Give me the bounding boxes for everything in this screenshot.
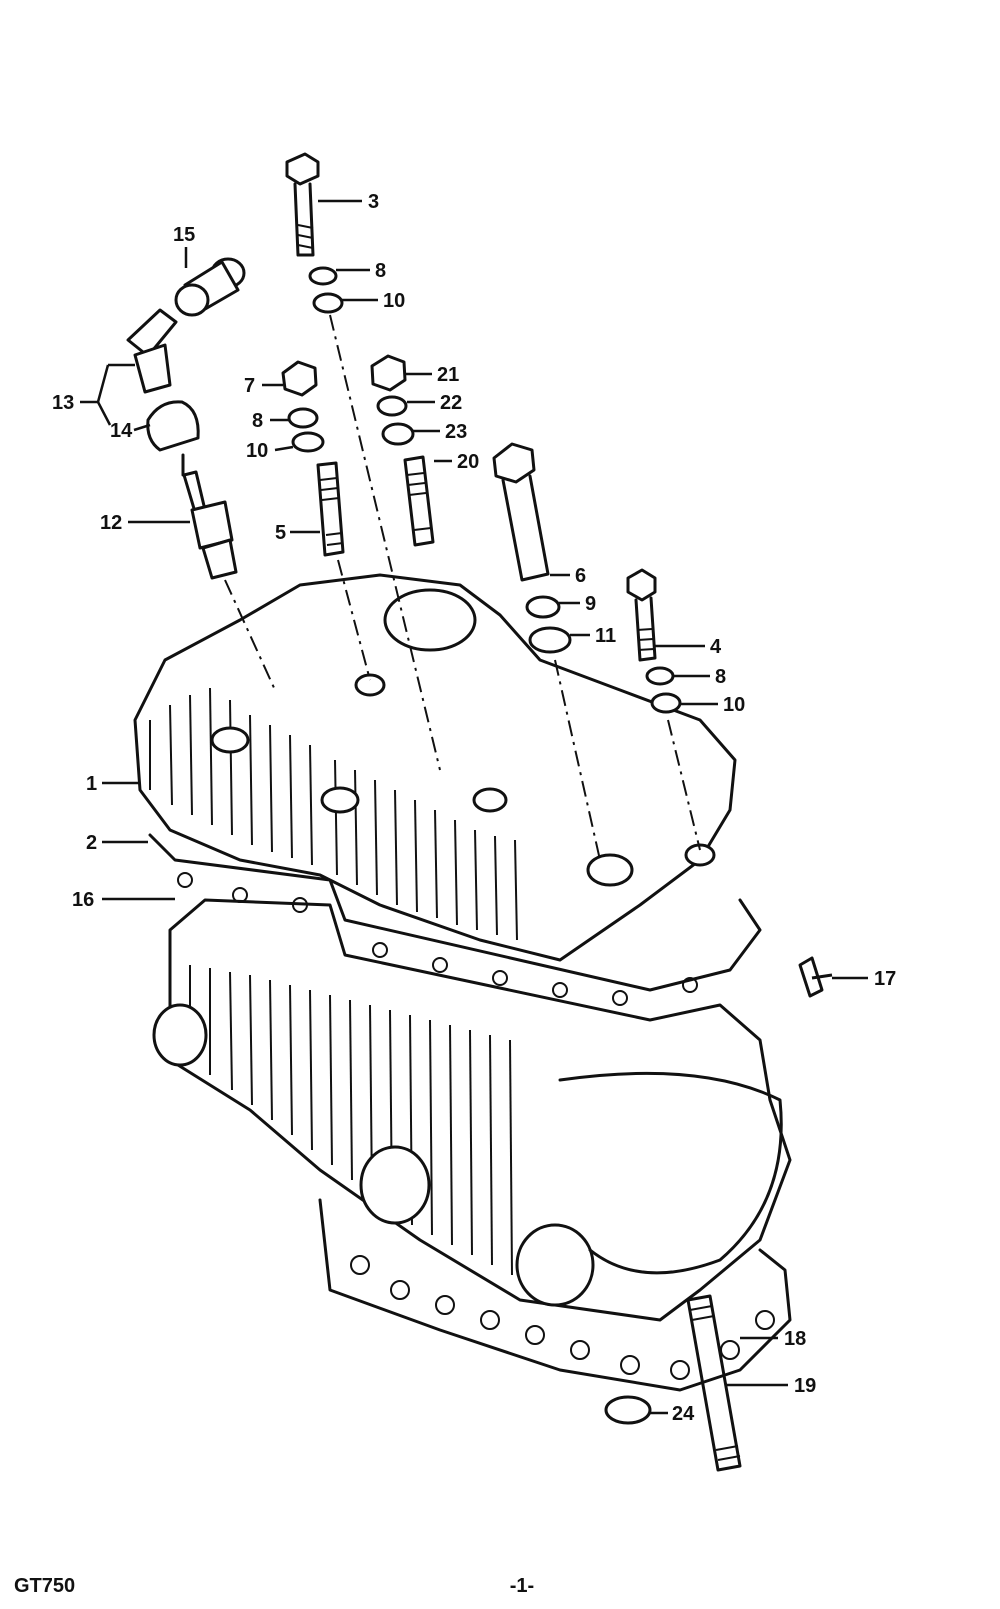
callout-labels: 1 2 3 4 5 6 7 8 8 8 9 10 10 10 11 12 13 … [52,191,896,1425]
callout-10-top: 10 [383,290,405,312]
callout-9: 9 [585,593,596,615]
callout-8-top: 8 [375,260,386,282]
head-gasket [148,833,762,1006]
callout-20: 20 [457,451,479,473]
callout-10-left: 10 [246,440,268,462]
bolt-6 [492,442,601,861]
callout-16: 16 [72,889,94,911]
washer-8b [287,407,319,429]
callout-1: 1 [86,773,97,795]
plug-cap-15 [174,257,246,317]
bolt-3 [285,152,320,257]
washer-23 [381,422,415,446]
bolt-4 [626,568,701,851]
washer-10b [291,431,325,453]
cylinder-head [133,573,737,962]
callout-13: 13 [52,392,74,414]
washer-22 [376,395,408,417]
callout-3: 3 [368,191,379,213]
model-code: GT750 [14,1575,76,1597]
callout-8-right: 8 [715,666,726,688]
cylinder-block [152,898,792,1392]
spark-plug-12 [181,453,276,691]
callout-2: 2 [86,832,97,854]
washer-9 [525,595,561,619]
stud-19 [686,1294,742,1472]
fitting-17 [798,956,833,998]
callout-24: 24 [672,1403,695,1425]
callout-19: 19 [794,1375,816,1397]
callout-15: 15 [173,224,195,246]
callout-22: 22 [440,392,462,414]
callout-18: 18 [784,1328,806,1350]
callout-5: 5 [275,522,286,544]
plug-cap-13 [126,308,178,394]
nut-7 [281,360,318,397]
nut-21 [370,354,407,392]
leader-lines [80,199,868,1415]
washer-11 [528,626,572,654]
callout-6: 6 [575,565,586,587]
callout-23: 23 [445,421,467,443]
washer-10c [650,692,682,714]
stud-5 [316,461,371,681]
cover-14 [146,400,200,452]
callout-11: 11 [595,625,616,647]
callout-4: 4 [710,636,722,658]
washer-10a [312,292,344,314]
stud-20 [403,455,435,547]
o-ring-24 [604,1395,652,1425]
callout-17: 17 [874,968,896,990]
callout-10-right: 10 [723,694,745,716]
page-number: -1- [509,1575,535,1597]
callout-8-left: 8 [252,410,263,432]
callout-7: 7 [244,375,255,397]
callout-12: 12 [100,512,122,534]
washer-8a [308,266,338,286]
callout-14: 14 [110,420,133,442]
washer-8c [645,666,675,686]
callout-21: 21 [437,364,459,386]
